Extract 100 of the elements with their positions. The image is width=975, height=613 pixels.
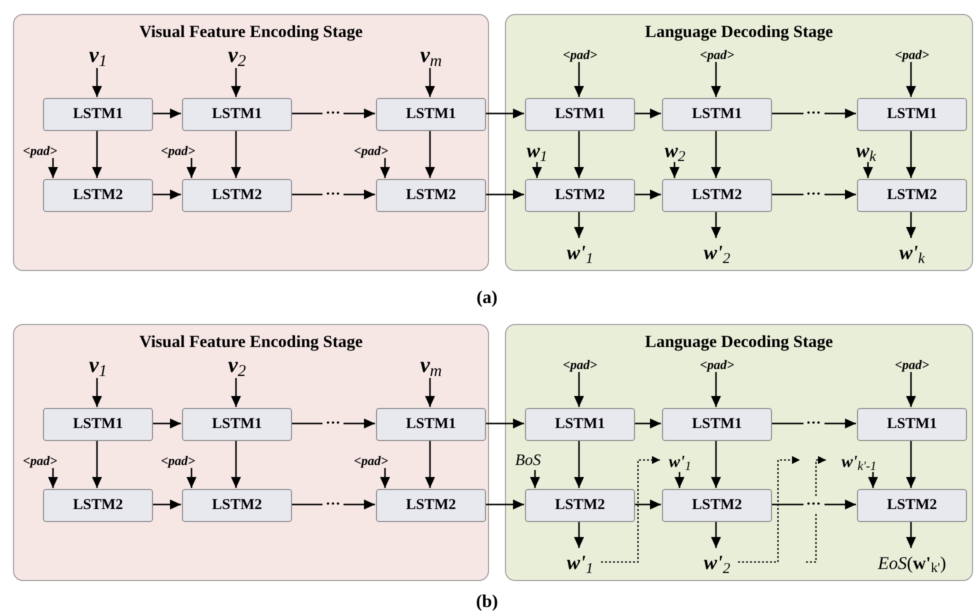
arrow: [291, 108, 375, 118]
arrow: [485, 108, 524, 118]
lstm-box: LSTM2: [376, 179, 486, 212]
token-label: <pad>: [346, 141, 396, 159]
lstm-box: LSTM1: [182, 98, 292, 131]
token-label: <pad>: [555, 355, 605, 373]
arrow: [670, 162, 680, 178]
arrow: [906, 211, 916, 238]
arrow: [231, 378, 241, 407]
input-label: v$_{2}$: [222, 351, 252, 379]
stage-panel: [13, 14, 489, 271]
token-label: <pad>: [153, 141, 203, 159]
arrow: [711, 521, 721, 548]
arrow: [231, 68, 241, 97]
input-label: w$_{2}$: [661, 139, 689, 163]
panel-title: Language Decoding Stage: [645, 331, 833, 352]
arrow: [530, 470, 540, 488]
arrow: [152, 108, 181, 118]
token-label: <pad>: [887, 355, 937, 373]
arrow: [868, 472, 878, 488]
stage-panel: [505, 324, 973, 581]
arrow: [425, 130, 435, 178]
arrow: [574, 211, 584, 238]
arrow: [771, 500, 856, 510]
lstm-box: LSTM2: [43, 179, 153, 212]
arrow: [711, 372, 721, 407]
input-label: w$_{k}$: [851, 139, 881, 163]
input-label: v$_{m}$: [416, 351, 446, 379]
subfigure-label: (b): [476, 590, 498, 612]
lstm-box: LSTM1: [525, 98, 635, 131]
input-label: w'$_{1}$: [661, 449, 699, 473]
token-label: BoS: [509, 451, 547, 471]
stage-panel: [505, 14, 973, 271]
arrow: [485, 500, 524, 510]
arrow: [711, 130, 721, 178]
lstm-box: LSTM1: [376, 408, 486, 441]
dotted-arrow: [806, 456, 826, 563]
arrow: [771, 108, 856, 118]
output-label: w'$_{2}$: [697, 239, 737, 267]
token-label: <pad>: [346, 451, 396, 469]
lstm-box: LSTM1: [857, 408, 967, 441]
token-label: <pad>: [15, 141, 65, 159]
lstm-box: LSTM1: [376, 98, 486, 131]
token-label: <pad>: [692, 45, 742, 63]
dotted-arrow: [601, 456, 660, 563]
token-label: <pad>: [555, 45, 605, 63]
arrow: [906, 372, 916, 407]
arrow: [425, 440, 435, 488]
arrow: [152, 418, 181, 428]
arrow: [291, 500, 375, 510]
arrow: [711, 211, 721, 238]
arrow: [425, 378, 435, 407]
arrow: [92, 68, 102, 97]
lstm-box: LSTM2: [525, 179, 635, 212]
arrow: [574, 521, 584, 548]
input-label: v$_{m}$: [416, 41, 446, 69]
input-label: w'$_{k'-1}$: [827, 449, 891, 473]
arrow: [532, 162, 542, 178]
arrow: [574, 62, 584, 97]
lstm-box: LSTM2: [43, 489, 153, 522]
input-label: v$_{2}$: [222, 41, 252, 69]
input-label: w$_{1}$: [523, 139, 551, 163]
dotted-arrow: [738, 456, 800, 563]
lstm-box: LSTM1: [857, 98, 967, 131]
lstm-box: LSTM1: [662, 98, 772, 131]
lstm-box: LSTM2: [376, 489, 486, 522]
arrow: [634, 190, 661, 200]
output-label: w'$_{k}$: [892, 239, 932, 267]
token-label: <pad>: [15, 451, 65, 469]
arrow: [634, 418, 661, 428]
lstm-box: LSTM2: [525, 489, 635, 522]
panel-title: Language Decoding Stage: [645, 21, 833, 42]
output-label: EoS(w'$_{k'}$): [856, 549, 968, 577]
panel-title: Visual Feature Encoding Stage: [139, 21, 363, 42]
arrow: [92, 378, 102, 407]
arrow: [906, 62, 916, 97]
lstm-box: LSTM2: [662, 179, 772, 212]
output-label: w'$_{2}$: [697, 549, 737, 577]
arrow: [771, 190, 856, 200]
lstm-box: LSTM1: [43, 408, 153, 441]
arrow: [231, 130, 241, 178]
token-label: <pad>: [153, 451, 203, 469]
arrow: [574, 440, 584, 488]
arrow: [152, 500, 181, 510]
arrow: [574, 130, 584, 178]
lstm-box: LSTM1: [182, 408, 292, 441]
token-label: <pad>: [692, 355, 742, 373]
arrow: [152, 190, 181, 200]
arrow: [425, 68, 435, 97]
lstm-box: LSTM2: [857, 179, 967, 212]
output-label: w'$_{1}$: [560, 549, 600, 577]
lstm-box: LSTM2: [857, 489, 967, 522]
output-label: w'$_{1}$: [560, 239, 600, 267]
arrow: [291, 418, 375, 428]
lstm-box: LSTM2: [182, 179, 292, 212]
arrow: [674, 472, 684, 488]
arrow: [380, 158, 390, 178]
lstm-box: LSTM1: [43, 98, 153, 131]
lstm-box: LSTM2: [662, 489, 772, 522]
arrow: [380, 468, 390, 488]
